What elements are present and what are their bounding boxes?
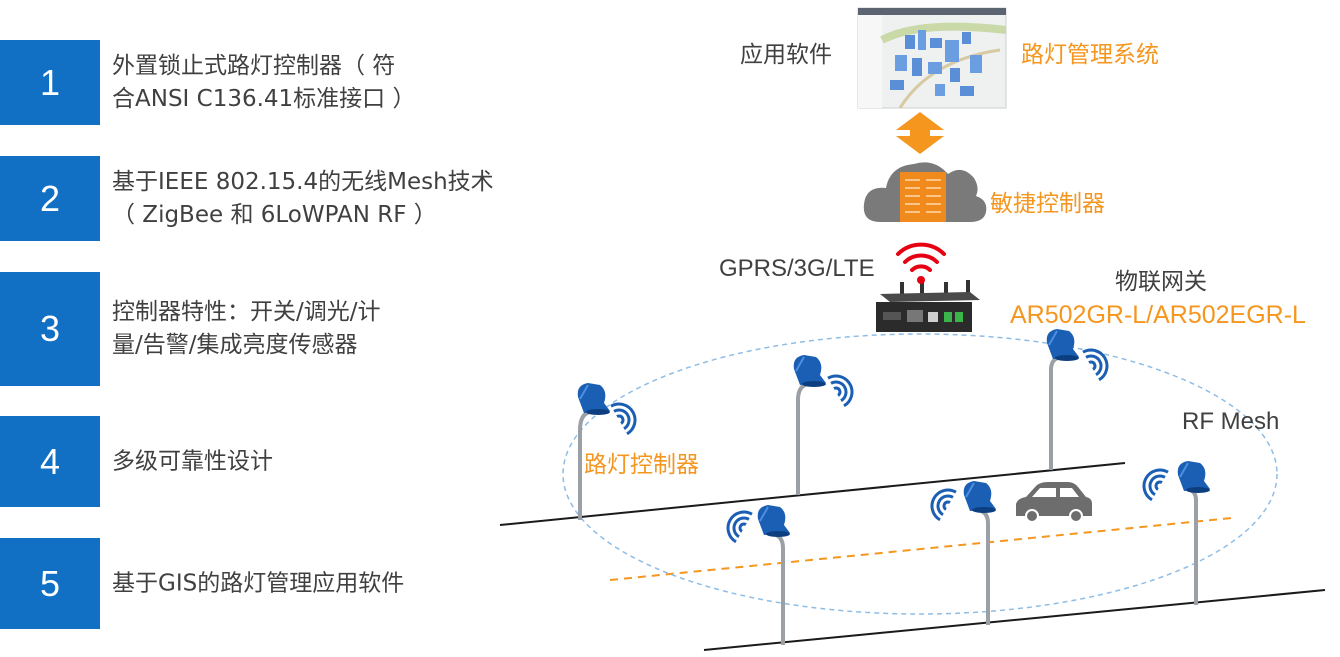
streetlight-system-label: 路灯管理系统 [1021, 42, 1159, 68]
lamp-controller-label: 路灯控制器 [584, 452, 699, 478]
street-lamp-icon [1136, 460, 1211, 605]
cloud-controller-icon [863, 162, 987, 222]
feature-number: 4 [0, 416, 100, 507]
street-lamp-icon [576, 382, 643, 520]
road-line-lower [703, 589, 1326, 651]
app-software-label: 应用软件 [740, 42, 832, 68]
feature-line: 量/告警/集成亮度传感器 [112, 332, 358, 358]
feature-number: 2 [0, 156, 100, 241]
feature-line: 合ANSI C136.41标准接口 ） [112, 85, 416, 112]
gateway-model-label: AR502GR-L/AR502EGR-L [1010, 301, 1306, 329]
feature-text: 控制器特性：开关/调光/计 量/告警/集成亮度传感器 [112, 296, 381, 362]
wireless-signal-icon [896, 242, 946, 284]
iot-gateway-icon [876, 279, 980, 332]
road-center-line [609, 517, 1233, 581]
feature-number: 3 [0, 272, 100, 386]
car-icon [1016, 482, 1092, 523]
bidirectional-arrow-icon [896, 112, 944, 154]
feature-line: 基于GIS的路灯管理应用软件 [112, 570, 405, 596]
street-lamp-icon [924, 480, 997, 625]
feature-text: 基于IEEE 802.15.4的无线Mesh技术 （ ZigBee 和 6LoW… [112, 166, 494, 232]
feature-line: 基于IEEE 802.15.4的无线Mesh技术 [112, 168, 494, 195]
agile-controller-label: 敏捷控制器 [990, 191, 1105, 217]
street-lamp-icon [792, 354, 860, 495]
feature-line: （ ZigBee 和 6LoWPAN RF ） [112, 201, 437, 228]
feature-number: 1 [0, 40, 100, 125]
street-lamp-icon [1045, 328, 1115, 470]
feature-line: 外置锁止式路灯控制器（ 符 [112, 52, 396, 79]
feature-number: 5 [0, 538, 100, 629]
network-label: GPRS/3G/LTE [719, 255, 875, 282]
feature-line: 控制器特性：开关/调光/计 [112, 299, 381, 325]
feature-text: 外置锁止式路灯控制器（ 符 合ANSI C136.41标准接口 ） [112, 50, 415, 116]
feature-line: 多级可靠性设计 [112, 448, 273, 474]
rf-mesh-label: RF Mesh [1182, 408, 1280, 435]
feature-text: 多级可靠性设计 [112, 445, 273, 478]
rf-mesh-boundary [562, 333, 1278, 615]
gis-map-thumbnail [857, 7, 1007, 109]
road-line-upper [499, 462, 1126, 526]
street-lamp-icon [720, 504, 791, 645]
feature-text: 基于GIS的路灯管理应用软件 [112, 567, 404, 600]
iot-gateway-label: 物联网关 [1115, 269, 1207, 295]
